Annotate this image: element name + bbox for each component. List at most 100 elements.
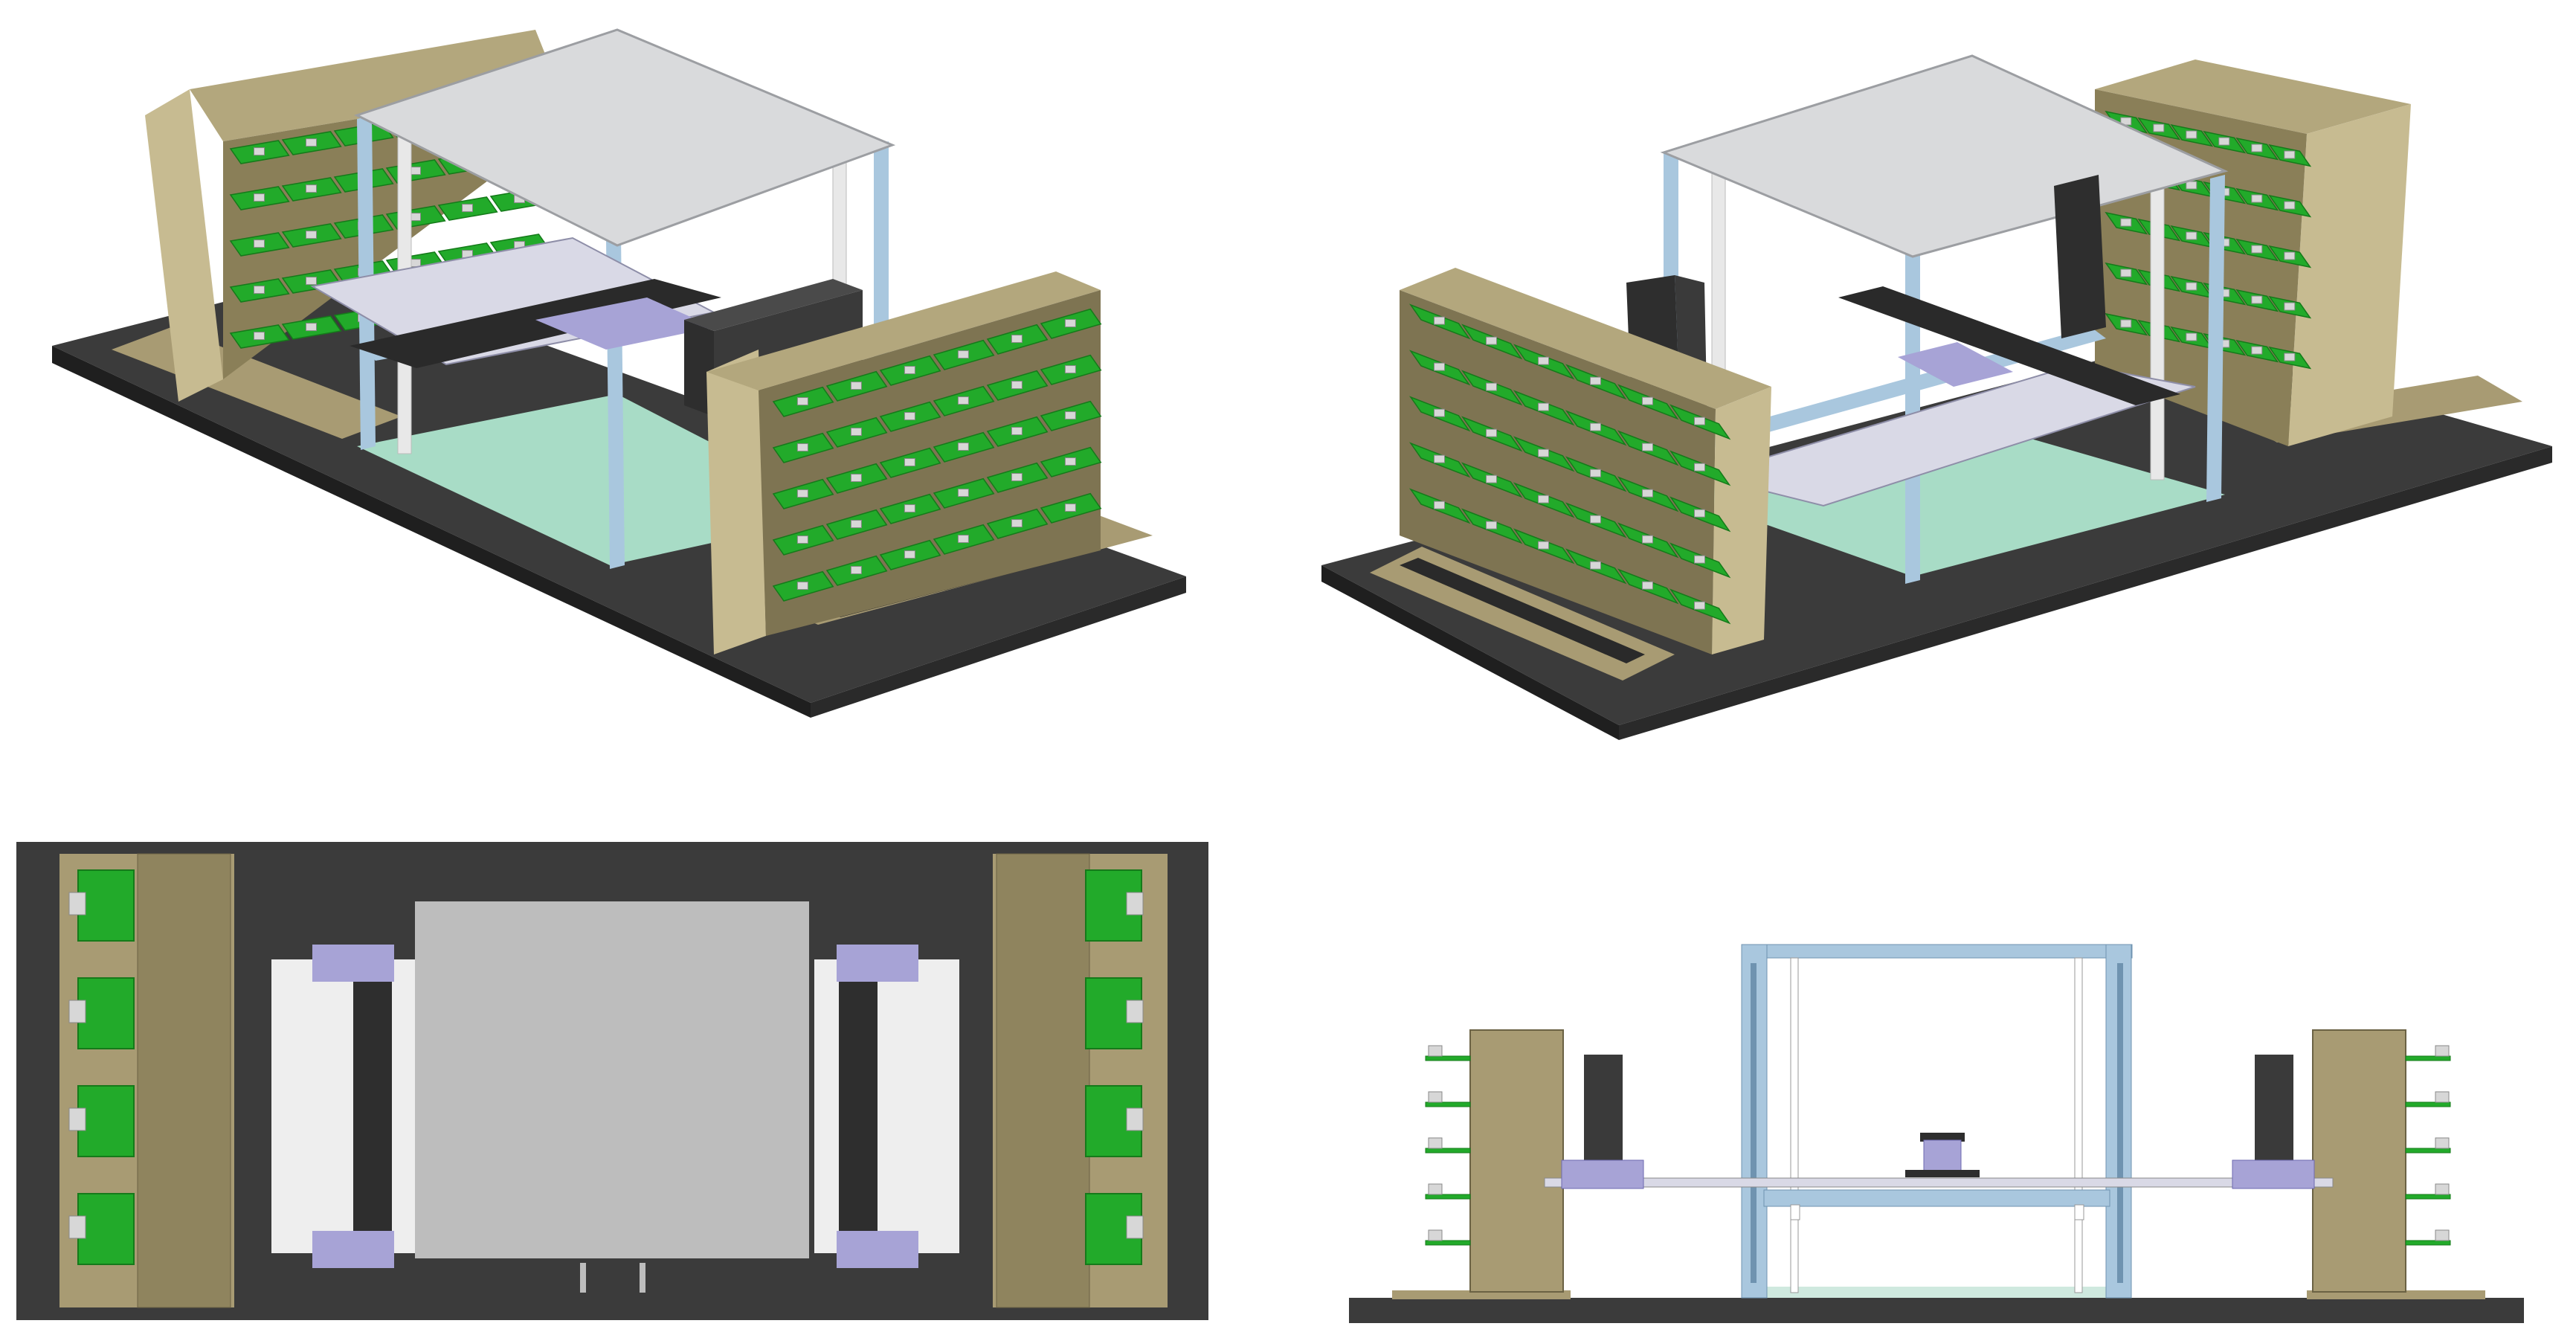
pcb-connector	[2186, 181, 2197, 190]
pcb-connector	[904, 550, 915, 559]
pcb-connector	[1486, 521, 1497, 530]
pcb-connector	[1434, 454, 1445, 463]
rack-panel	[137, 853, 231, 1308]
pcb-connector	[904, 458, 915, 467]
pcb-connector	[1538, 356, 1549, 365]
pcb-board-edge	[1425, 1148, 1471, 1154]
pcb-connector	[2435, 1045, 2450, 1057]
pcb-connector	[2435, 1183, 2450, 1195]
pcb-connector	[254, 147, 265, 156]
base-plate-edge	[1619, 446, 2552, 740]
rack-front-panel	[1400, 268, 1771, 409]
pcb-connector	[1590, 469, 1601, 477]
pcb-connector	[2251, 245, 2263, 254]
white-track	[271, 959, 416, 1253]
pcb-connector	[1126, 892, 1144, 916]
base-slot	[1400, 558, 1645, 663]
isometric-drawing-right	[1321, 54, 2552, 740]
slider-carriage	[2232, 1159, 2315, 1189]
pcb-connector	[410, 167, 421, 176]
pcb-connector	[2435, 1091, 2450, 1103]
rack-front-panel	[2095, 59, 2411, 134]
base-plate-edge	[1321, 565, 1619, 740]
pcb-connector	[1642, 535, 1653, 544]
pcb-connector	[1428, 1137, 1443, 1149]
pcb-connector	[1486, 382, 1497, 391]
pcb-column-left	[68, 869, 135, 1265]
pcb-connector	[957, 396, 969, 405]
pcb-connector	[1590, 561, 1601, 570]
pcb-connector	[850, 382, 862, 390]
lid-tab	[580, 1263, 586, 1293]
linear-rail	[1544, 1177, 2334, 1188]
pcb-connector	[796, 397, 808, 406]
rack-front-panel	[190, 30, 558, 141]
side-view-drawing	[1349, 944, 2524, 1323]
pcb-connector	[2218, 137, 2230, 146]
frame-crossbar	[1763, 1189, 2110, 1207]
slider-carriage	[837, 1231, 918, 1268]
pcb-connector	[850, 566, 862, 575]
slider-carriage	[312, 1231, 394, 1268]
frame-top-bar	[1741, 944, 2133, 959]
top-view-drawing	[16, 842, 1208, 1320]
pcb-connector	[1538, 541, 1549, 550]
rack-front-panel	[706, 271, 1101, 390]
pcb-edges-left	[1425, 1045, 1471, 1246]
pcb-connector	[1538, 402, 1549, 411]
pcb-connector	[850, 520, 862, 529]
frame-post	[2206, 175, 2225, 502]
pcb-connector	[306, 231, 317, 239]
pcb-connector	[1064, 319, 1076, 328]
pcb-connector	[1538, 448, 1549, 457]
pcb-connector	[850, 474, 862, 483]
pcb-connector	[2251, 144, 2263, 152]
lid-tab	[640, 1263, 645, 1293]
pcb-connector	[254, 193, 265, 202]
probe-head-base	[1905, 1170, 1980, 1177]
slider-carriage	[837, 945, 918, 982]
pcb-board-edge	[1425, 1240, 1471, 1246]
pcb-board-edge	[1425, 1194, 1471, 1200]
side-view	[1288, 811, 2576, 1335]
support-column	[2150, 144, 2165, 480]
pcb-board-edge	[1425, 1055, 1471, 1061]
pcb-connector	[2284, 302, 2296, 311]
pcb-connector	[1590, 422, 1601, 431]
pcb-connector	[1486, 475, 1497, 483]
pcb-connector	[1011, 381, 1023, 390]
pcb-connector	[462, 204, 473, 213]
pcb-connector	[1642, 443, 1653, 451]
pcb-connector	[1064, 457, 1076, 466]
rack-panel	[1469, 1029, 1564, 1293]
pcb-connector	[1590, 376, 1601, 385]
rack-panel	[2312, 1029, 2406, 1293]
pcb-connector	[957, 535, 969, 544]
pcb-connector	[68, 1107, 86, 1131]
pcb-board	[77, 1193, 135, 1265]
pcb-connector	[1064, 411, 1076, 420]
pcb-connector	[904, 366, 915, 375]
pcb-connector	[2120, 218, 2132, 227]
pcb-connector	[1642, 489, 1653, 498]
pcb-connector	[1064, 504, 1076, 512]
pcb-connector	[796, 582, 808, 591]
pcb-connector	[1694, 509, 1705, 518]
pcb-board-edge	[1425, 1101, 1471, 1107]
pcb-array-front	[772, 308, 1102, 602]
pcb-connector	[2153, 123, 2165, 132]
pcb-board	[77, 977, 135, 1049]
probe-head-cap	[1920, 1133, 1965, 1142]
pcb-connector	[796, 443, 808, 452]
pcb-connector	[2284, 150, 2296, 159]
pcb-connector	[1428, 1183, 1443, 1195]
motor-block	[684, 320, 714, 416]
rack-side-panel	[706, 350, 766, 654]
probe-head	[1923, 1139, 1962, 1172]
crossbar-foot	[2074, 1204, 2084, 1220]
chamber-lid	[415, 901, 809, 1258]
slider-carriage	[1898, 342, 2013, 387]
pcb-connector	[2251, 295, 2263, 304]
base-plate-edge	[811, 576, 1186, 718]
pcb-connector	[1434, 316, 1445, 325]
